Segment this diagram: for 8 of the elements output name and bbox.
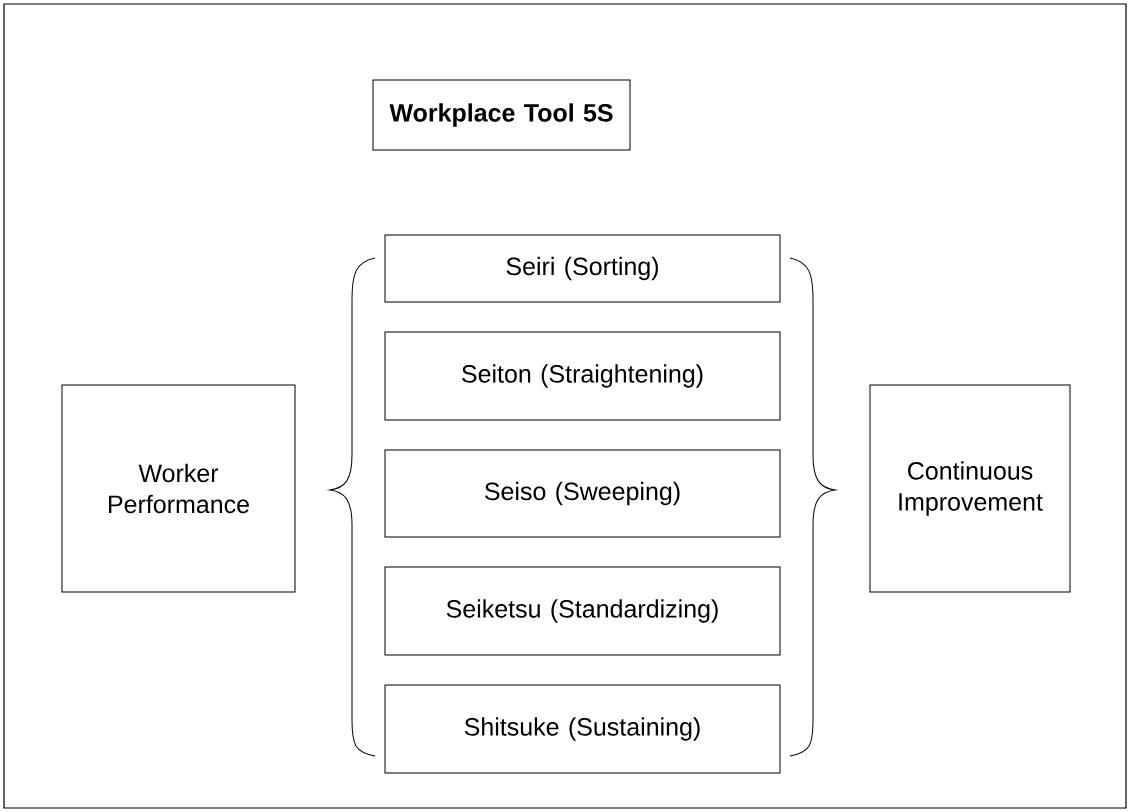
process-box: Shitsuke (Sustaining) [384,684,781,774]
title-box: Workplace Tool 5S [372,79,631,151]
process-box: Seiton (Straightening) [384,331,781,421]
process-box: Continuous Improvement [869,384,1071,593]
process-box: Seiketsu (Standardizing) [384,566,781,656]
process-box: Worker Performance [61,384,296,593]
process-box: Seiso (Sweeping) [384,449,781,538]
process-box: Seiri (Sorting) [384,234,781,303]
